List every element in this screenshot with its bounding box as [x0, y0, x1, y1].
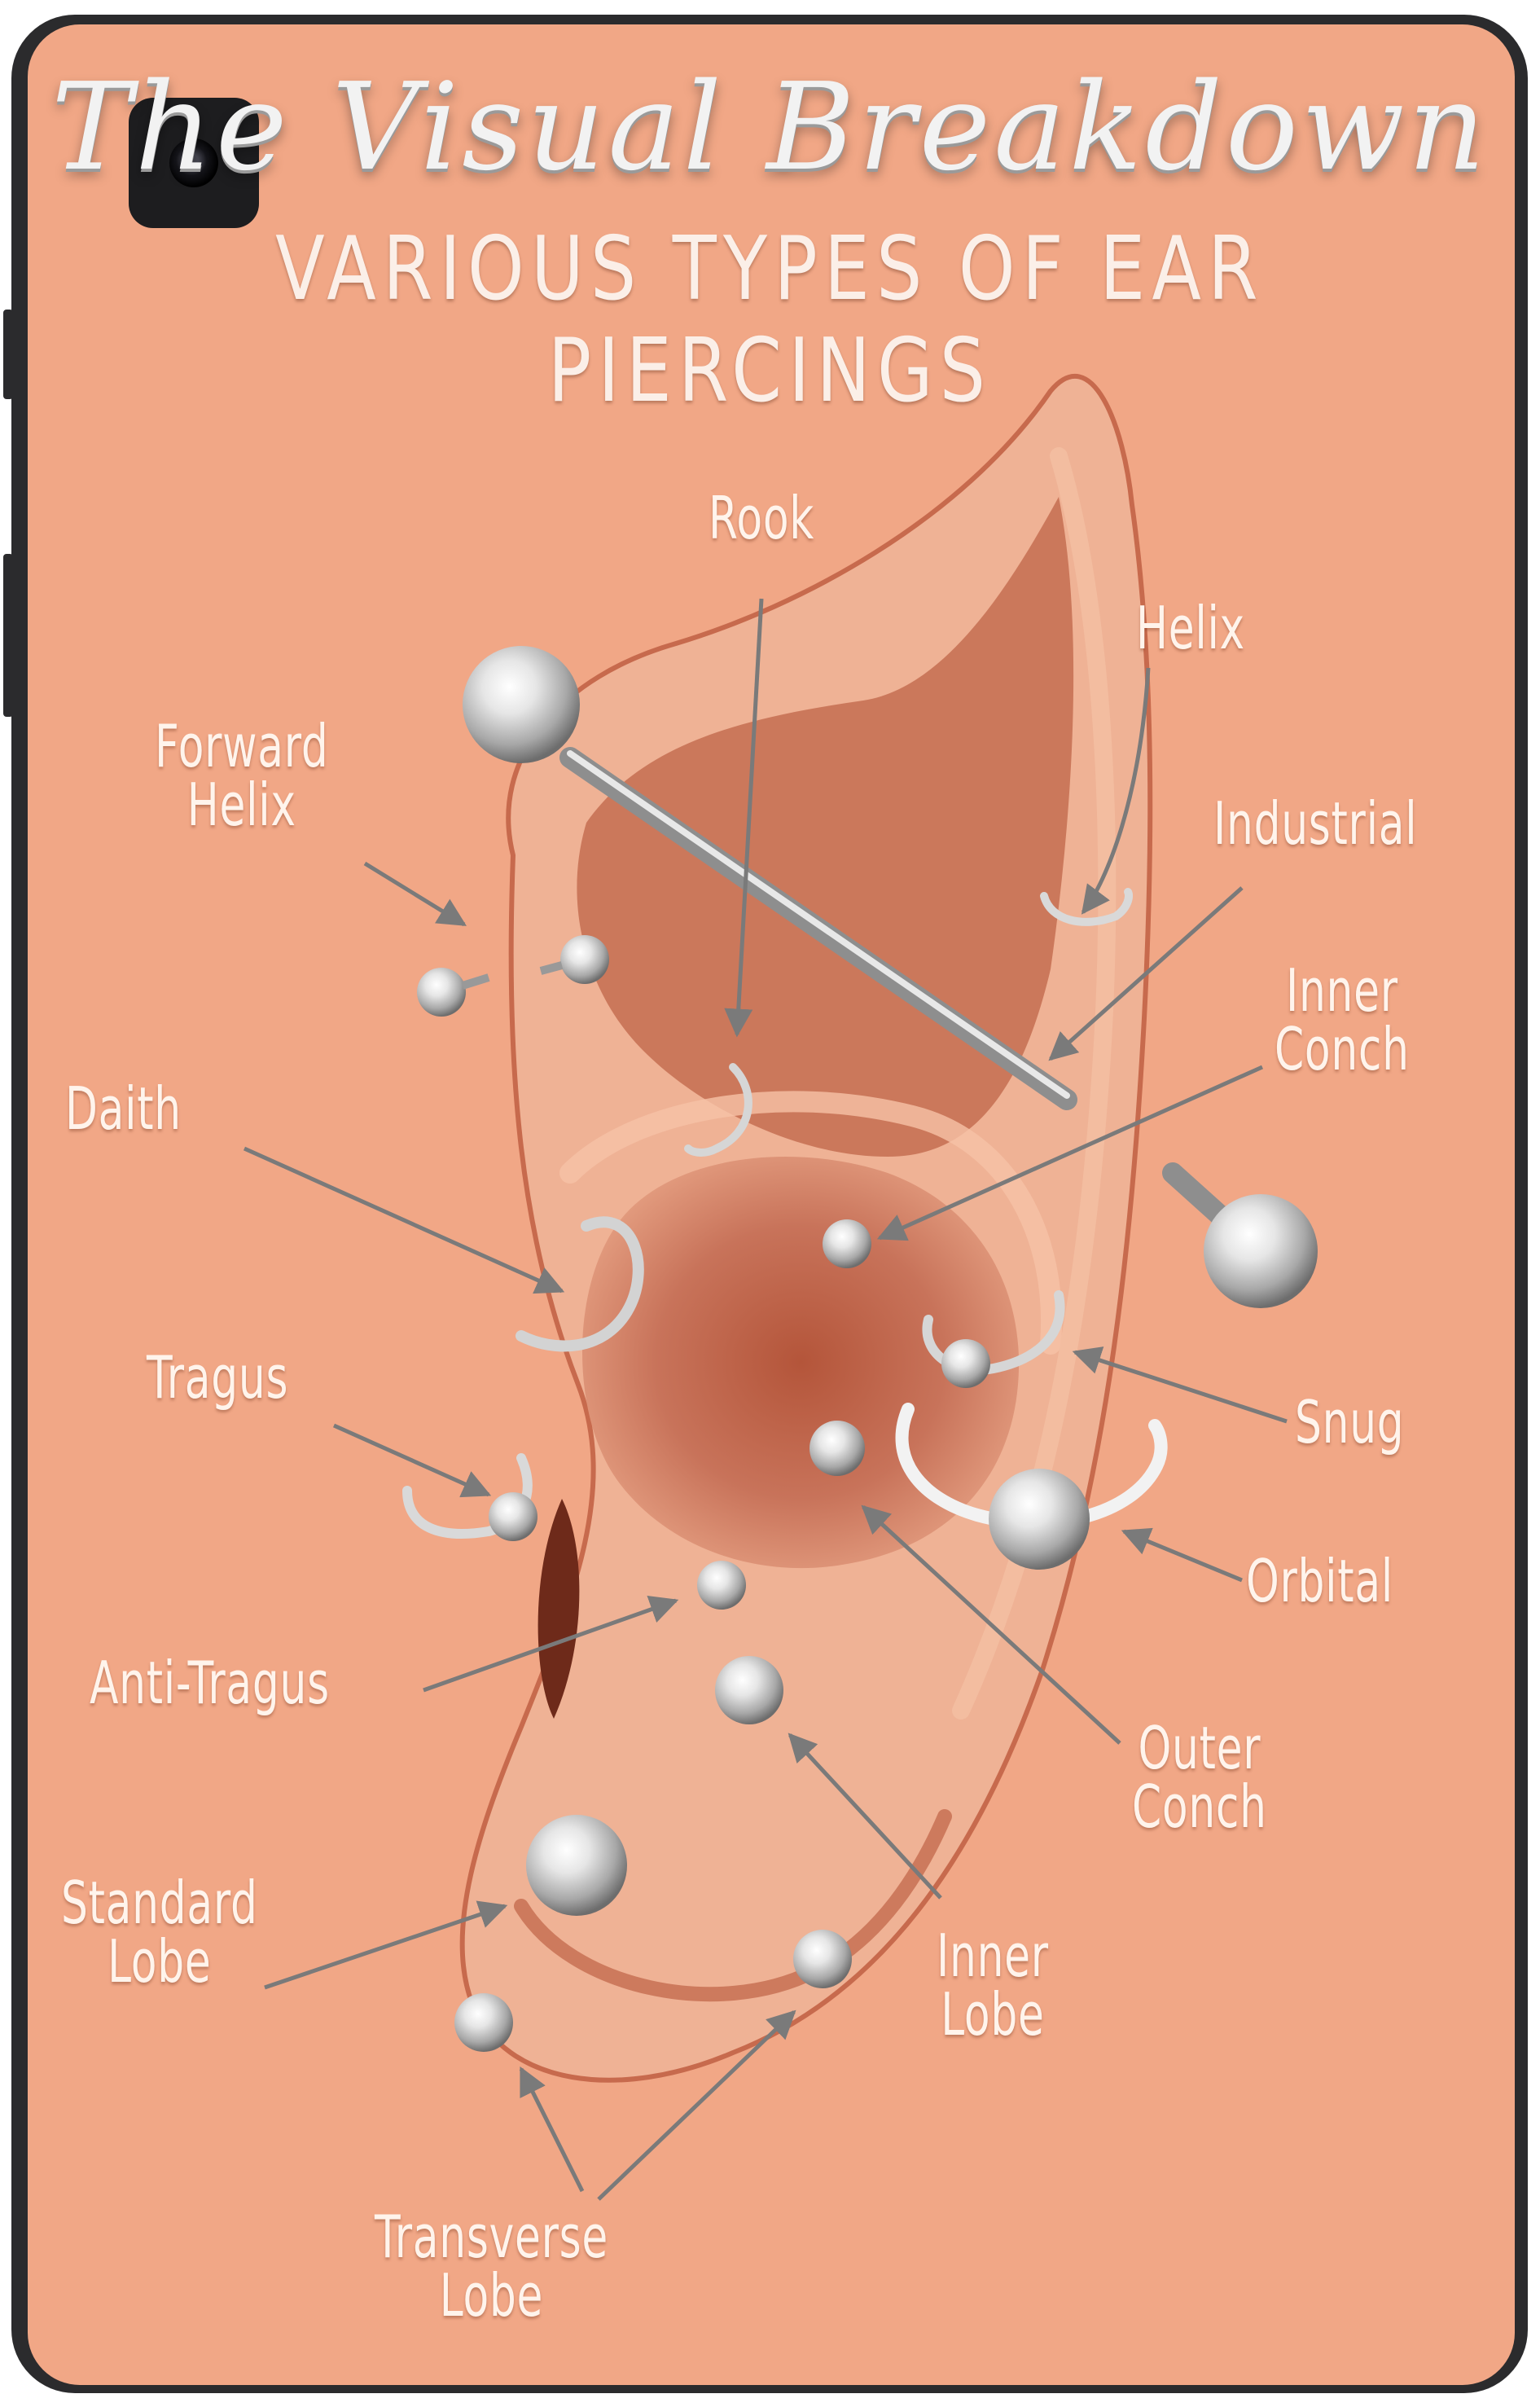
transverse-lobe-ball-left [454, 1993, 513, 2052]
label-inner-conch: Inner Conch [1275, 956, 1410, 1083]
industrial-ball-bottom [1204, 1194, 1318, 1308]
scapha-shadow [577, 497, 1074, 1157]
label-daith: Daith [65, 1074, 182, 1143]
forward-helix-stud-2 [560, 935, 609, 984]
label-inner-lobe: Inner Lobe [937, 1922, 1049, 2049]
pointer-tragus [332, 1423, 492, 1498]
pointer-anti-tragus [423, 1596, 679, 1693]
pointer-helix [1081, 667, 1151, 915]
label-orbital: Orbital [1246, 1547, 1393, 1615]
pointer-inner-lobe [788, 1733, 942, 1900]
power-button [3, 310, 13, 399]
inner-lobe-stud [715, 1656, 783, 1724]
label-tragus: Tragus [147, 1343, 289, 1412]
forward-helix-post [461, 973, 490, 990]
helix-ring [1040, 888, 1134, 926]
pointer-outer-conch [861, 1504, 1121, 1745]
tragus-ring [402, 1453, 533, 1539]
outer-conch-stud [809, 1421, 865, 1476]
page-subtitle: VARIOUS TYPES OF EAR PIERCINGS [275, 218, 1265, 422]
camera-module [129, 98, 259, 228]
pointer-transverse-right [597, 2009, 796, 2201]
daith-ring [516, 1216, 644, 1352]
snug-ball [941, 1339, 990, 1388]
anti-tragus-stud [697, 1561, 746, 1610]
rook-ring [684, 1063, 752, 1157]
standard-lobe-stud [526, 1815, 627, 1916]
label-outer-conch: Outer Conch [1132, 1714, 1267, 1841]
industrial-ball-top [463, 646, 580, 763]
pointer-snug [1072, 1346, 1288, 1424]
volume-button [3, 554, 13, 717]
label-industrial: Industrial [1213, 789, 1418, 858]
pointer-daith [243, 1146, 565, 1294]
pointer-transverse-left [519, 2066, 585, 2193]
tragus-ball [489, 1492, 537, 1541]
ear-canal [537, 1499, 580, 1719]
pointer-rook [724, 598, 764, 1038]
label-rook: Rook [709, 484, 815, 552]
label-transverse-lobe: Transverse Lobe [375, 2203, 608, 2330]
label-snug: Snug [1295, 1388, 1405, 1456]
label-helix: Helix [1136, 594, 1245, 662]
label-anti-tragus: Anti-Tragus [90, 1649, 330, 1717]
industrial-bar-highlight [567, 750, 1070, 1099]
forward-helix-post-2 [539, 961, 564, 975]
antihelix-ridge [559, 1091, 1062, 1355]
transverse-lobe-ball-right [793, 1930, 852, 1988]
label-forward-helix: Forward Helix [155, 712, 329, 839]
pointer-lines [243, 598, 1288, 2201]
orbital-ball [989, 1469, 1090, 1570]
page-title: The Visual Breakdown [50, 57, 1490, 197]
industrial-bar [559, 747, 1077, 1110]
snug-ring [922, 1290, 1065, 1375]
pointer-standard-lobe [264, 1900, 508, 1990]
pointer-forward-helix [363, 861, 467, 927]
pointer-orbital [1121, 1527, 1243, 1583]
pointer-industrial [1048, 886, 1244, 1061]
inner-conch-stud [823, 1219, 871, 1268]
pointer-inner-conch [876, 1065, 1264, 1241]
label-standard-lobe: Standard Lobe [61, 1869, 258, 1996]
camera-lens [169, 138, 218, 187]
forward-helix-stud-1 [417, 968, 466, 1017]
